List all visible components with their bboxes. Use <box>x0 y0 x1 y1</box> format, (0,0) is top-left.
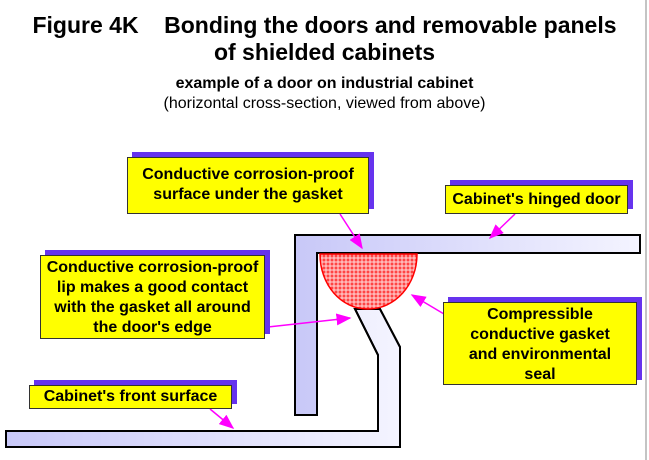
arrow-front <box>209 408 235 429</box>
subtitle: example of a door on industrial cabinet <box>175 75 474 92</box>
arrow-lip <box>267 313 352 328</box>
arrow-door <box>488 213 516 240</box>
figure-title: Figure 4K Bonding the doors and removabl… <box>0 12 649 66</box>
view-note: (horizontal cross-section, viewed from a… <box>163 95 486 112</box>
label-front-surface: Cabinet's front surface <box>29 385 232 409</box>
label-hinged-door: Cabinet's hinged door <box>445 185 628 214</box>
leader-arrows <box>209 213 516 429</box>
title-line-2: of shielded cabinets <box>213 39 436 65</box>
title-line-1: Figure 4K Bonding the doors and removabl… <box>32 12 617 38</box>
cabinet-hinged-door <box>294 234 641 416</box>
gasket <box>319 253 418 310</box>
arrow-surface <box>339 213 363 250</box>
arrow-gasket <box>410 294 445 315</box>
